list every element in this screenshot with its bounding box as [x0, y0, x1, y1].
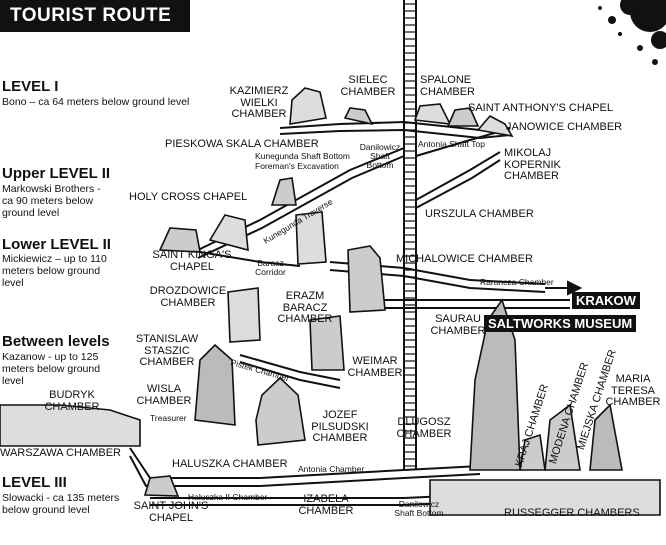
label-wisla: WISLA CHAMBER: [136, 383, 192, 407]
label-budryk: BUDRYK CHAMBER: [44, 389, 100, 413]
map-title: TOURIST ROUTE: [0, 0, 190, 32]
label-haluszka: HALUSZKA CHAMBER: [172, 458, 288, 470]
label-pieskowa: PIESKOWA SKALA CHAMBER: [165, 138, 319, 150]
label-saint-kinga: SAINT KINGA'S CHAPEL: [152, 249, 232, 273]
label-antonia-chamber: Antonia Chamber: [298, 464, 365, 474]
label-jozef: JOZEF PILSUDSKI CHAMBER: [311, 409, 369, 445]
label-danilowicz-bottom-2: Danilowicz Shaft Bottom: [394, 499, 444, 518]
between-levels-title: Between levels: [2, 333, 110, 350]
label-treasurer: Treasurer: [150, 413, 187, 423]
upper-level-ii-desc: Markowski Brothers - ca 90 meters below …: [2, 183, 101, 220]
label-warszawa: WARSZAWA CHAMBER: [0, 447, 122, 459]
danilowicz-shaft: [403, 0, 417, 470]
label-saurau: SAURAU CHAMBER: [430, 313, 486, 337]
label-michalowice: MICHALOWICE CHAMBER: [396, 253, 533, 265]
level-iii-desc: Slowacki - ca 135 meters below ground le…: [2, 492, 120, 517]
between-levels-desc: Kazanow - up to 125 meters below ground …: [2, 351, 101, 388]
label-mikolaj: MIKOLAJ KOPERNIK CHAMBER: [504, 147, 561, 183]
label-maria-teresa: MARIA TERESA CHAMBER: [605, 373, 661, 409]
label-haluszka-ii: Haluszka II Chamber: [188, 492, 268, 502]
label-antonia-top: Antonia Shaft Top: [418, 139, 485, 149]
label-urszula: URSZULA CHAMBER: [425, 208, 534, 220]
label-sielec: SIELEC CHAMBER: [340, 74, 396, 98]
lower-level-ii-title: Lower LEVEL II: [2, 236, 111, 253]
label-drozdowice: DROZDOWICE CHAMBER: [149, 285, 227, 309]
label-stanislaw: STANISLAW STASZIC CHAMBER: [135, 333, 199, 369]
label-kunegunda-bottom: Kunegunda Shaft Bottom: [255, 151, 350, 161]
exit-arrow: [545, 280, 583, 296]
level-iii-title: LEVEL III: [2, 474, 67, 491]
level-i-desc: Bono – ca 64 meters below ground level: [2, 96, 190, 108]
ink-splatter: [598, 0, 666, 65]
label-erazm: ERAZM BARACZ CHAMBER: [277, 290, 333, 326]
label-baracz-corridor: Baracz Corridor: [255, 258, 286, 277]
label-kazimierz: KAZIMIERZ WIELKI CHAMBER: [229, 85, 289, 121]
label-foremans: Foreman's Excavation: [255, 161, 339, 171]
museum-saltworks-label: SALTWORKS MUSEUM: [484, 315, 637, 332]
lower-level-ii-desc: Mickiewicz – up to 110 meters below grou…: [2, 253, 107, 290]
label-spalone: SPALONE CHAMBER: [420, 74, 476, 98]
museum-krakow-label: KRAKOW: [572, 292, 640, 309]
label-russegger: RUSSEGGER CHAMBERS: [504, 507, 640, 519]
label-dlugosz: DLUGOSZ CHAMBER: [396, 416, 452, 440]
label-saint-anthony: SAINT ANTHONY'S CHAPEL: [468, 102, 613, 114]
level-i-title: LEVEL I: [2, 78, 59, 95]
label-rarancza: Rarancza Chamber: [480, 277, 554, 287]
chambers: [0, 87, 661, 516]
label-danilowicz-bottom: Danilowicz Shaft Bottom: [359, 142, 401, 170]
label-holy-cross: HOLY CROSS CHAPEL: [129, 191, 248, 203]
label-saint-john: SAINT JOHN'S CHAPEL: [133, 500, 209, 524]
label-weimar: WEIMAR CHAMBER: [347, 355, 403, 379]
label-janowice: JANOWICE CHAMBER: [506, 121, 623, 133]
label-izabela: IZABELA CHAMBER: [298, 493, 354, 517]
corridors: [129, 120, 570, 506]
upper-level-ii-title: Upper LEVEL II: [2, 165, 111, 182]
